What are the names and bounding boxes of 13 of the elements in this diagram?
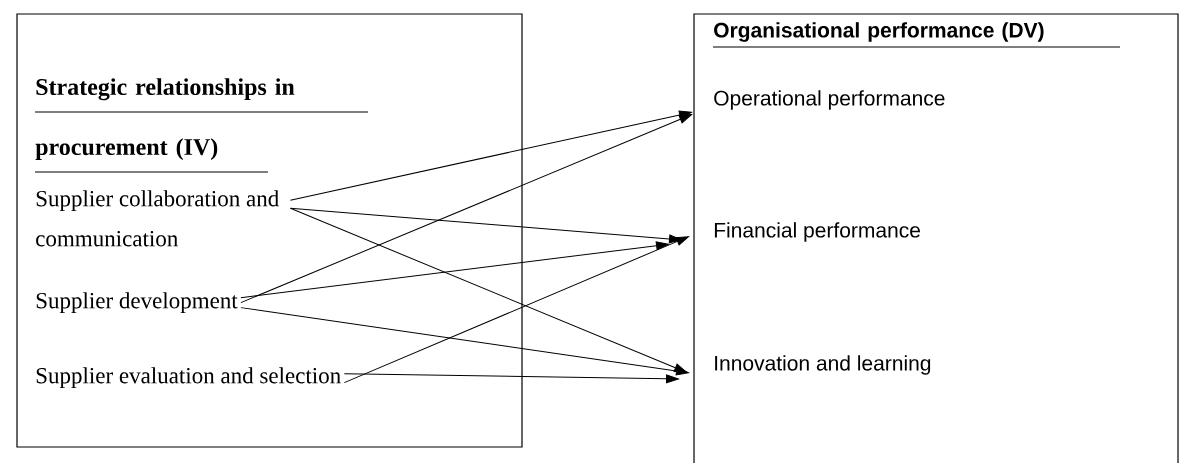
arrow [289, 110, 692, 201]
factor-label: Innovation and learning [715, 355, 931, 375]
factor-label: Supplier evaluation and selection [36, 367, 341, 389]
factor-label: Supplier collaboration and communication [36, 190, 279, 247]
arrow [289, 207, 687, 373]
arrow [240, 114, 692, 304]
arrow [343, 236, 689, 384]
factor-label: Supplier development [36, 292, 238, 314]
arrow [240, 307, 689, 376]
factor-label: Financial performance [714, 222, 920, 242]
factor-label: Operational performance [714, 90, 945, 110]
arrow [240, 241, 669, 299]
arrow [343, 373, 679, 384]
